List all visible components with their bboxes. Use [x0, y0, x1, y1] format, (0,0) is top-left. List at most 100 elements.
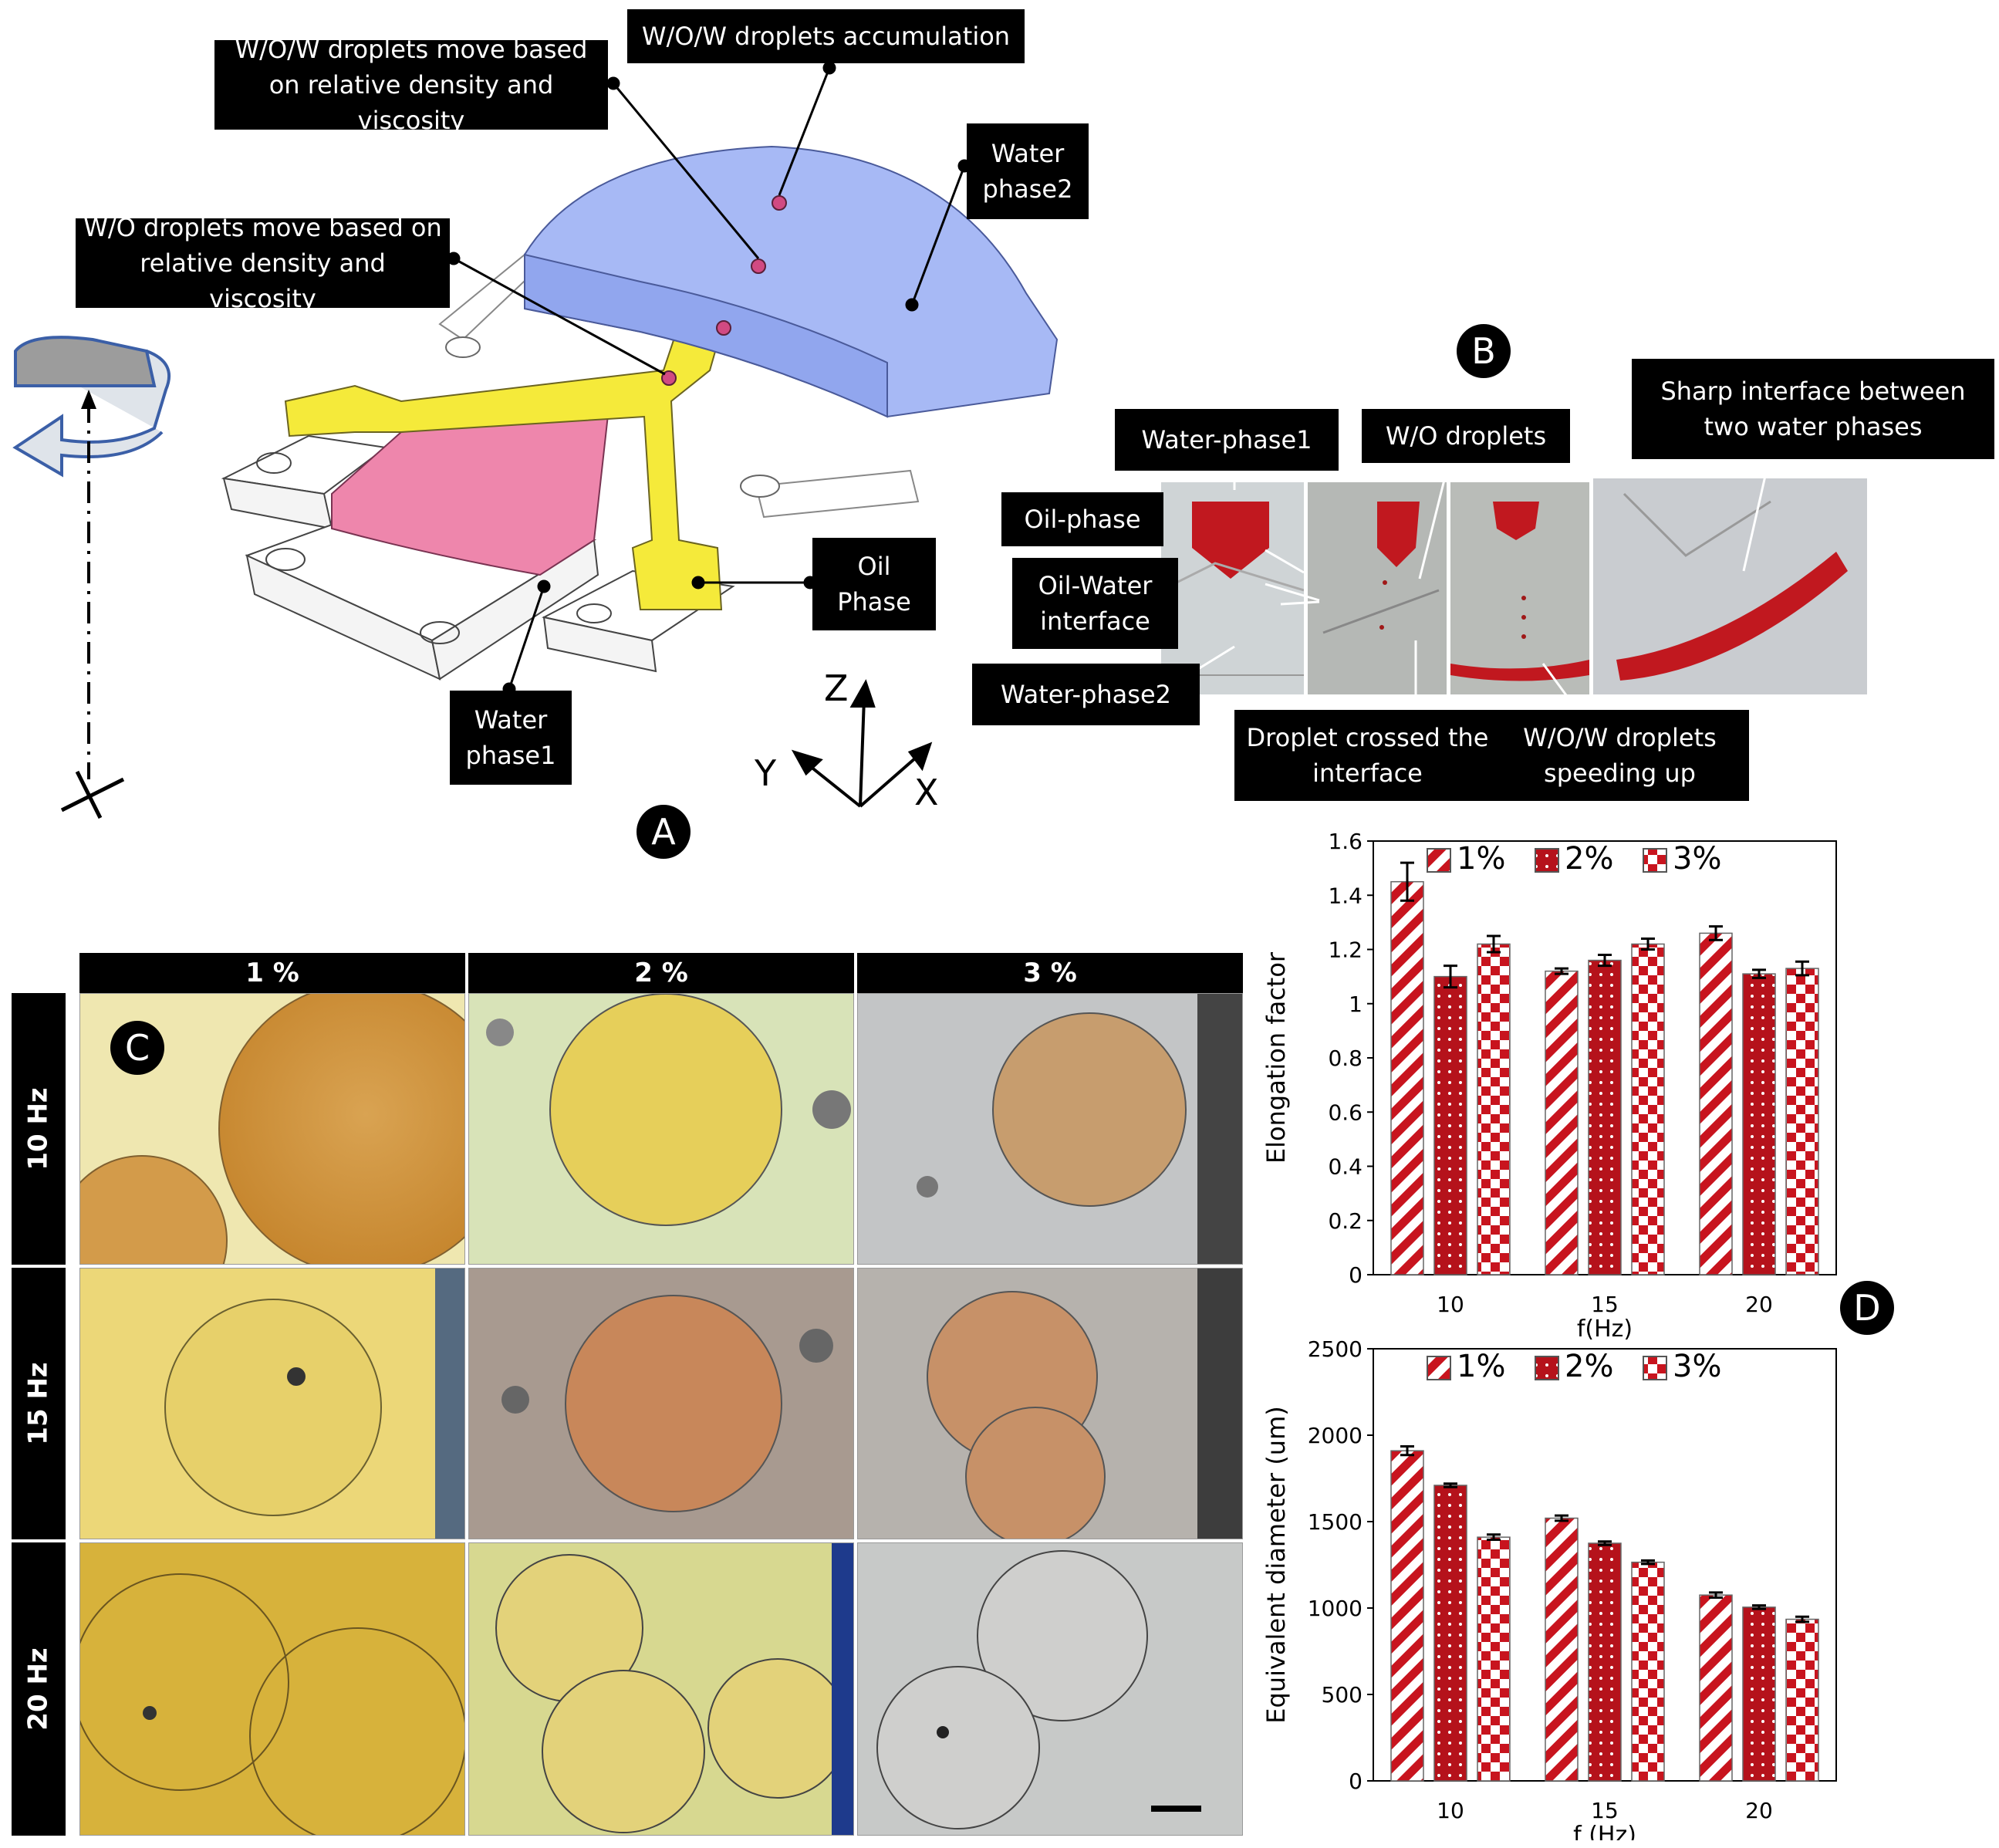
row-header-15hz: 15 Hz	[12, 1268, 66, 1539]
legend-label-3%: 3%	[1673, 841, 1721, 877]
bar-1%-20	[1699, 1594, 1733, 1782]
bar-3%-10	[1477, 1536, 1511, 1782]
bar-2%-15	[1588, 959, 1622, 1275]
bar-1%-10	[1390, 1450, 1424, 1782]
panel-b: B	[972, 324, 1999, 833]
bar-2%-10	[1433, 1485, 1467, 1782]
bar-3%-20	[1785, 968, 1819, 1275]
callout-wo-droplets: W/O droplets	[1362, 409, 1570, 463]
callout-sharp-interface: Sharp interface between two water phases	[1632, 359, 1994, 459]
legend-swatch-3%	[1643, 848, 1667, 873]
bar-1%-10	[1390, 880, 1424, 1275]
legend-label-2%: 2%	[1565, 1349, 1613, 1384]
legend-label-3%: 3%	[1673, 1349, 1721, 1384]
callout-wow-move: W/O/W droplets move based on relative de…	[214, 35, 608, 135]
micrograph-1pct-20hz	[79, 1542, 465, 1836]
legend-label-2%: 2%	[1565, 841, 1613, 877]
panel-letter-d: D	[1840, 1281, 1894, 1335]
x-tick-label: 20	[1745, 1292, 1773, 1317]
axis-label-x: X	[914, 772, 939, 813]
y-tick-label: 0	[1349, 1262, 1362, 1288]
bar-3%-15	[1631, 1561, 1665, 1782]
column-header-1pct: 1 %	[79, 953, 465, 993]
row-header-20hz: 20 Hz	[12, 1542, 66, 1836]
panel-letter-b: B	[1457, 324, 1511, 378]
bar-2%-20	[1742, 1606, 1776, 1782]
legend-swatch-2%	[1535, 848, 1559, 873]
bar-3%-10	[1477, 943, 1511, 1275]
micrograph-3pct-20hz	[857, 1542, 1243, 1836]
y-tick-label: 2000	[1308, 1423, 1362, 1448]
callout-wow-speeding: W/O/W droplets speeding up	[1491, 710, 1749, 801]
legend-swatch-2%	[1535, 1356, 1559, 1380]
elongation-factor-chart: 0 0.2 0.4 0.6 0.8 1 1.2 1.4 1.6 10 15 20 f(Hz) Elonga…	[1261, 829, 1837, 1343]
y-axis-label: Elongation factor	[1261, 951, 1291, 1164]
y-tick-label: 1	[1349, 992, 1362, 1017]
callout-b-oil-phase: Oil-phase	[1001, 492, 1163, 546]
micrograph-2pct-20hz	[468, 1542, 854, 1836]
micrograph-1pct-15hz	[79, 1268, 465, 1539]
equivalent-diameter-chart: 0 500 1000 1500 2000 2500 10 15 20 f (Hz) Equivale…	[1261, 1336, 1837, 1840]
bar-2%-20	[1742, 973, 1776, 1275]
x-tick-label: 15	[1591, 1798, 1619, 1823]
y-tick-label: 0.6	[1328, 1100, 1362, 1125]
micrograph-2pct-10hz	[468, 993, 854, 1265]
micrograph-2pct-15hz	[468, 1268, 854, 1539]
callout-wo-move: W/O droplets move based on relative dens…	[76, 213, 450, 313]
callout-water-phase2: Water phase2	[967, 123, 1089, 219]
y-tick-label: 500	[1322, 1682, 1362, 1708]
y-tick-label: 0.8	[1328, 1046, 1362, 1071]
callout-oil-phase: Oil Phase	[812, 538, 936, 630]
y-tick-label: 1.4	[1328, 883, 1362, 908]
y-tick-label: 2500	[1308, 1336, 1362, 1362]
coordinate-axes	[791, 679, 933, 808]
bar-2%-15	[1588, 1542, 1622, 1782]
x-axis-label: f (Hz)	[1573, 1822, 1636, 1840]
y-tick-label: 0	[1349, 1769, 1362, 1794]
axis-label-y: Y	[755, 752, 777, 794]
legend-swatch-1%	[1427, 848, 1451, 873]
x-tick-label: 10	[1437, 1798, 1464, 1823]
x-tick-label: 15	[1591, 1292, 1619, 1317]
experiment-photo-3	[1450, 482, 1589, 694]
panel-letter-c: C	[110, 1021, 164, 1075]
experiment-photo-4	[1593, 478, 1867, 694]
micrograph-3pct-15hz	[857, 1268, 1243, 1539]
legend-label-1%: 1%	[1457, 841, 1505, 877]
bar-3%-20	[1785, 1618, 1819, 1782]
bar-2%-10	[1433, 975, 1467, 1275]
bar-3%-15	[1631, 943, 1665, 1275]
callout-droplet-crossed: Droplet crossed the interface	[1234, 710, 1501, 801]
axis-label-z: Z	[824, 667, 849, 709]
y-axis-label: Equivalent diameter (um)	[1261, 1406, 1291, 1723]
bar-1%-15	[1545, 1517, 1579, 1782]
callout-water-phase1: Water phase1	[450, 691, 572, 785]
y-tick-label: 1500	[1308, 1509, 1362, 1535]
callout-b-water-phase2: Water-phase2	[972, 664, 1200, 725]
row-header-10hz: 10 Hz	[12, 993, 66, 1265]
column-header-3pct: 3 %	[857, 953, 1243, 993]
callout-oil-water-interface: Oil-Water interface	[1012, 558, 1178, 649]
bar-1%-20	[1699, 932, 1733, 1275]
y-tick-label: 1000	[1308, 1596, 1362, 1621]
callout-wow-accumulation: W/O/W droplets accumulation	[627, 9, 1025, 63]
device-3d-drawing	[12, 61, 1059, 819]
y-tick-label: 1.6	[1328, 829, 1362, 854]
panel-letter-a: A	[637, 805, 691, 859]
column-header-2pct: 2 %	[468, 953, 854, 993]
panel-a: W/O/W droplets accumulation W/O/W drople…	[0, 0, 1096, 872]
x-tick-label: 20	[1745, 1798, 1773, 1823]
rotation-arrow-icon	[12, 336, 171, 478]
callout-b-water-phase1: Water-phase1	[1115, 409, 1339, 471]
legend-swatch-3%	[1643, 1356, 1667, 1380]
x-tick-label: 10	[1437, 1292, 1464, 1317]
x-axis-label: f(Hz)	[1577, 1316, 1633, 1343]
y-tick-label: 0.2	[1328, 1208, 1362, 1234]
panel-c: 1 % 2 % 3 % 10 Hz 15 Hz 20 Hz C	[12, 953, 1246, 1844]
micrograph-3pct-10hz	[857, 993, 1243, 1265]
y-tick-label: 0.4	[1328, 1154, 1362, 1180]
legend-swatch-1%	[1427, 1356, 1451, 1380]
y-tick-label: 1.2	[1328, 938, 1362, 963]
legend-label-1%: 1%	[1457, 1349, 1505, 1384]
experiment-photo-2	[1308, 482, 1447, 694]
